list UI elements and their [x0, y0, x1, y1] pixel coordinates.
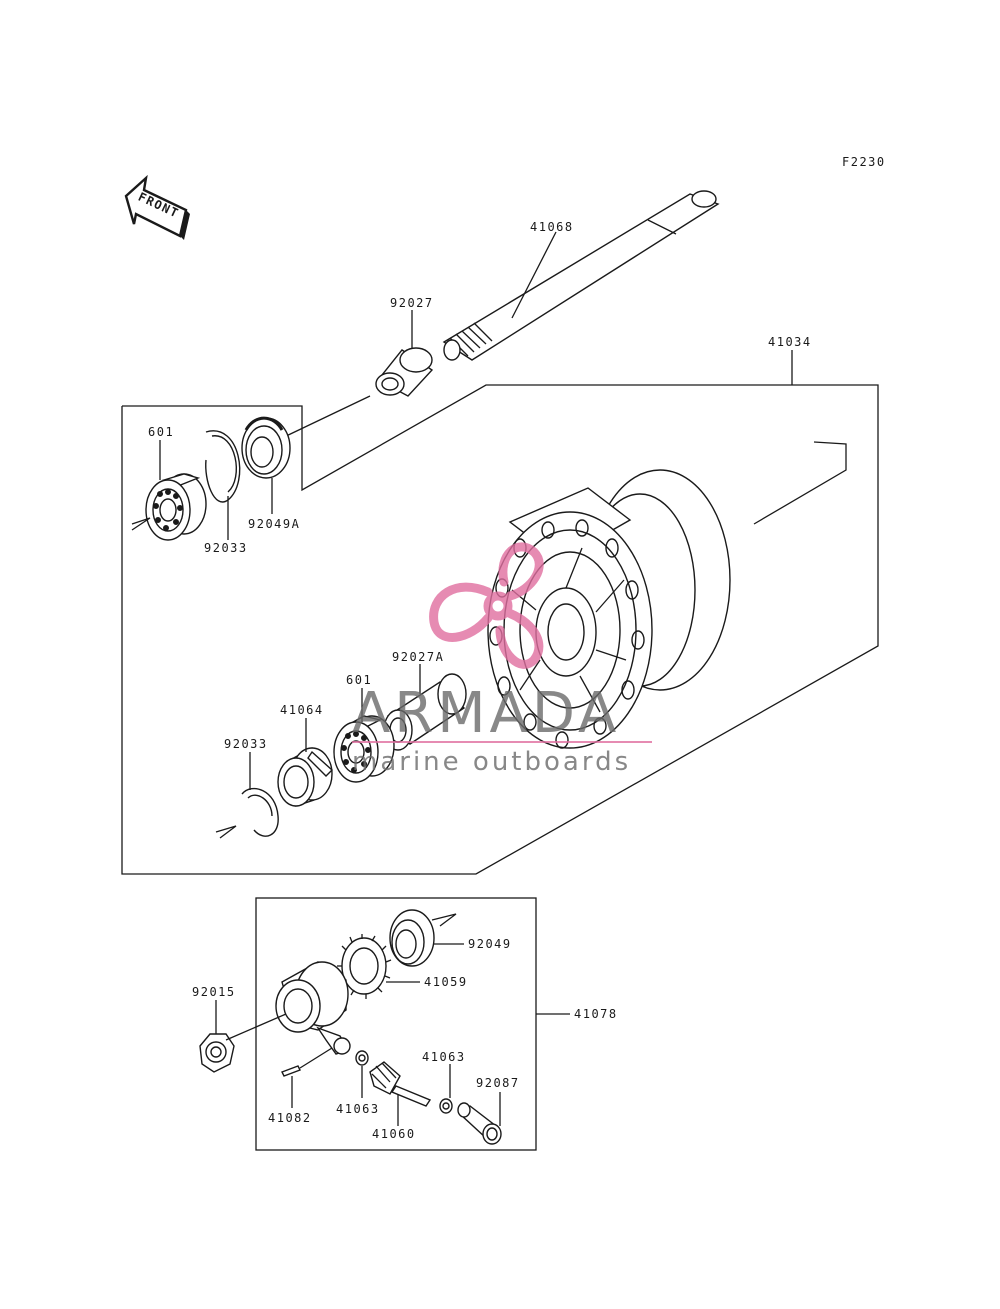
- bearing-601-left: [145, 473, 207, 541]
- label-hub: 41034: [768, 335, 812, 349]
- axis-line-right: [215, 825, 237, 839]
- propeller-logo-icon: [429, 542, 544, 669]
- leader-axle: [511, 231, 557, 319]
- label-speedo-pinion: 41060: [372, 1127, 416, 1141]
- label-axle: 41068: [530, 220, 574, 234]
- speedo-housing: [275, 961, 351, 1055]
- watermark-brand: ARMADA: [352, 681, 620, 746]
- wheel-hub-41034: [487, 441, 847, 749]
- oil-seal-92049A: [241, 416, 291, 479]
- axle-nut-92015: [199, 1033, 235, 1073]
- label-collar-upper: 92027: [390, 296, 434, 310]
- watermark-tagline: marine outboards: [352, 747, 631, 777]
- bearing-601-right: [333, 715, 395, 783]
- label-washer-upper: 41063: [422, 1050, 466, 1064]
- speedo-gear-41059: [337, 934, 392, 999]
- axis-line-nut: [225, 1013, 287, 1041]
- speedo-group-frame: [255, 897, 537, 1151]
- snap-ring-92033-right: [241, 787, 279, 837]
- axis-line-upper: [281, 395, 371, 439]
- label-axle-nut: 92015: [192, 985, 236, 999]
- collar-92027A: [383, 673, 467, 751]
- collar-92027: [375, 347, 434, 397]
- label-snap-ring-left: 92033: [204, 541, 248, 555]
- label-oil-seal-speedo: 92049: [468, 937, 512, 951]
- label-bushing: 92087: [476, 1076, 520, 1090]
- oil-seal-92049: [389, 909, 435, 967]
- label-bearing-left: 601: [148, 425, 174, 439]
- axis-line-left: [131, 517, 151, 531]
- label-washer-lower: 41063: [336, 1102, 380, 1116]
- label-coupling: 41064: [280, 703, 324, 717]
- bushing-92087: [457, 1102, 502, 1145]
- label-pin: 41082: [268, 1111, 312, 1125]
- pin-41082: [281, 1065, 301, 1077]
- washer-41063-lower: [355, 1050, 369, 1066]
- washer-41063-upper: [439, 1098, 453, 1114]
- label-bearing-right: 601: [346, 673, 372, 687]
- label-speedo-gear: 41059: [424, 975, 468, 989]
- front-arrow-icon: FRONT: [124, 174, 190, 240]
- label-speedo-assy: 41078: [574, 1007, 618, 1021]
- axis-line-pin: [299, 1047, 333, 1069]
- label-collar-lower: 92027A: [392, 650, 444, 664]
- snap-ring-92033-left: [205, 430, 241, 503]
- axis-line-speedo: [431, 913, 457, 927]
- label-oil-seal-left: 92049A: [248, 517, 300, 531]
- coupling-41064: [277, 747, 334, 807]
- armada-watermark: ARMADA marine outboards: [352, 542, 652, 777]
- speedo-pinion-41060: [369, 1061, 432, 1107]
- label-snap-ring-right: 92033: [224, 737, 268, 751]
- figure-code: F2230: [842, 155, 886, 169]
- axle-41068: [442, 190, 720, 361]
- hub-group-frame: [121, 384, 879, 875]
